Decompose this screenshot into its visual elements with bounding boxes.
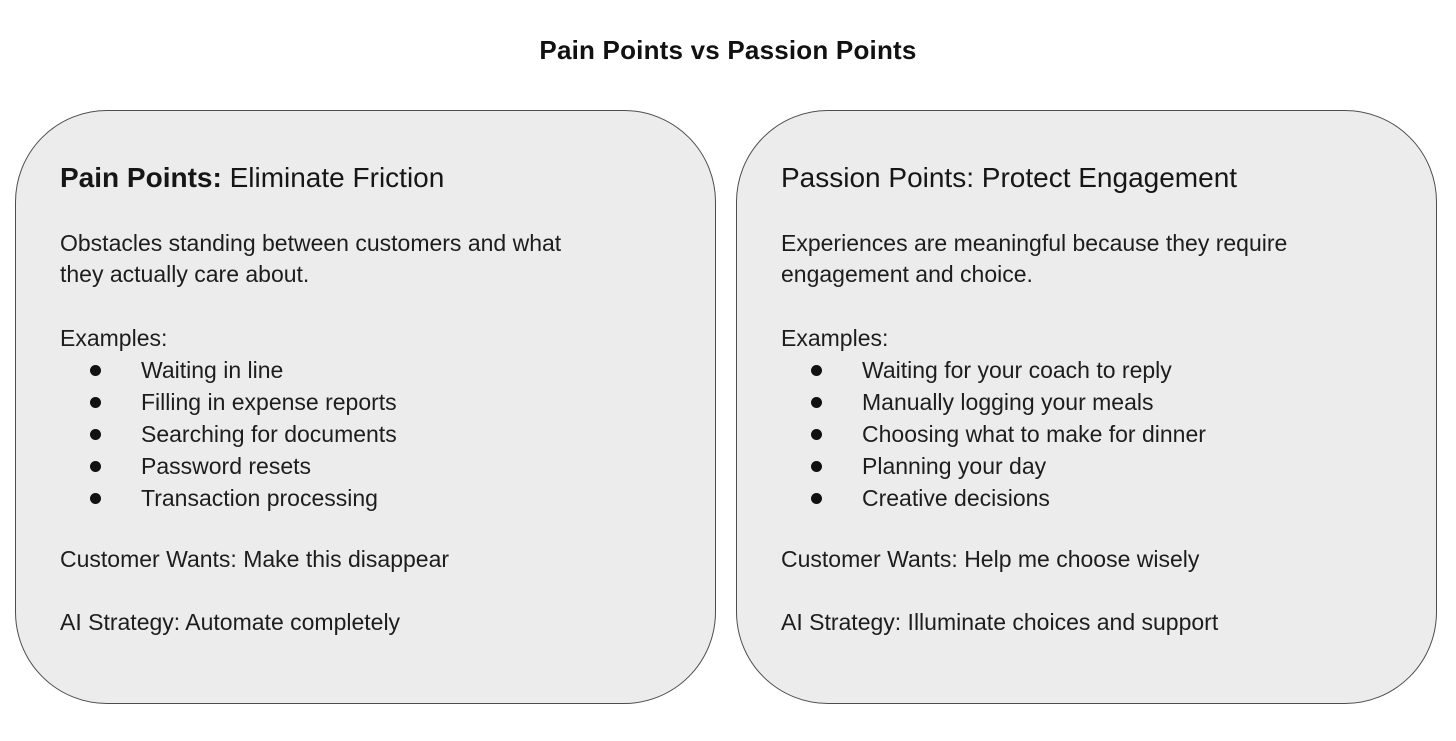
pain-points-examples-list: Waiting in line Filling in expense repor… (60, 354, 669, 514)
list-item-label: Manually logging your meals (862, 389, 1154, 415)
list-item: Transaction processing (60, 482, 669, 514)
pain-points-heading-emphasis: Pain Points: (60, 162, 222, 193)
passion-points-heading-rest: Passion Points: Protect Engagement (781, 162, 1238, 193)
list-item-label: Choosing what to make for dinner (862, 421, 1206, 447)
list-item-label: Transaction processing (141, 485, 378, 511)
passion-points-examples-list: Waiting for your coach to reply Manually… (781, 354, 1390, 514)
list-item: Manually logging your meals (781, 386, 1390, 418)
bullet-icon (811, 429, 822, 440)
cards-row: Pain Points: Eliminate Friction Obstacle… (0, 110, 1456, 704)
page-title: Pain Points vs Passion Points (539, 35, 917, 65)
pain-points-description: Obstacles standing between customers and… (60, 230, 562, 287)
bullet-icon (90, 461, 101, 472)
bullet-icon (90, 397, 101, 408)
bullet-icon (811, 461, 822, 472)
passion-points-customer-wants: Customer Wants: Help me choose wisely (781, 546, 1200, 572)
list-item-label: Filling in expense reports (141, 389, 397, 415)
list-item: Filling in expense reports (60, 386, 669, 418)
bullet-icon (90, 429, 101, 440)
pain-points-examples-label: Examples: (60, 325, 168, 351)
pain-points-ai-strategy: AI Strategy: Automate completely (60, 609, 401, 635)
list-item-label: Searching for documents (141, 421, 397, 447)
list-item-label: Password resets (141, 453, 312, 479)
passion-points-card: Passion Points: Protect Engagement Exper… (736, 110, 1437, 704)
list-item: Creative decisions (781, 482, 1390, 514)
list-item: Password resets (60, 450, 669, 482)
bullet-icon (811, 397, 822, 408)
list-item: Waiting in line (60, 354, 669, 386)
bullet-icon (811, 365, 822, 376)
passion-points-ai-strategy: AI Strategy: Illuminate choices and supp… (781, 609, 1219, 635)
pain-points-card: Pain Points: Eliminate Friction Obstacle… (15, 110, 716, 704)
passion-points-description: Experiences are meaningful because they … (781, 230, 1288, 287)
bullet-icon (90, 365, 101, 376)
pain-points-customer-wants: Customer Wants: Make this disappear (60, 546, 450, 572)
pain-points-heading-rest: Eliminate Friction (221, 162, 445, 193)
list-item-label: Planning your day (862, 453, 1047, 479)
passion-points-examples-label: Examples: (781, 325, 889, 351)
passion-points-heading: Passion Points: Protect Engagement (781, 161, 1390, 195)
list-item: Planning your day (781, 450, 1390, 482)
list-item-label: Creative decisions (862, 485, 1050, 511)
list-item-label: Waiting for your coach to reply (862, 357, 1172, 383)
pain-points-heading: Pain Points: Eliminate Friction (60, 161, 669, 195)
list-item: Searching for documents (60, 418, 669, 450)
list-item: Choosing what to make for dinner (781, 418, 1390, 450)
bullet-icon (90, 493, 101, 504)
bullet-icon (811, 493, 822, 504)
list-item: Waiting for your coach to reply (781, 354, 1390, 386)
list-item-label: Waiting in line (141, 357, 284, 383)
